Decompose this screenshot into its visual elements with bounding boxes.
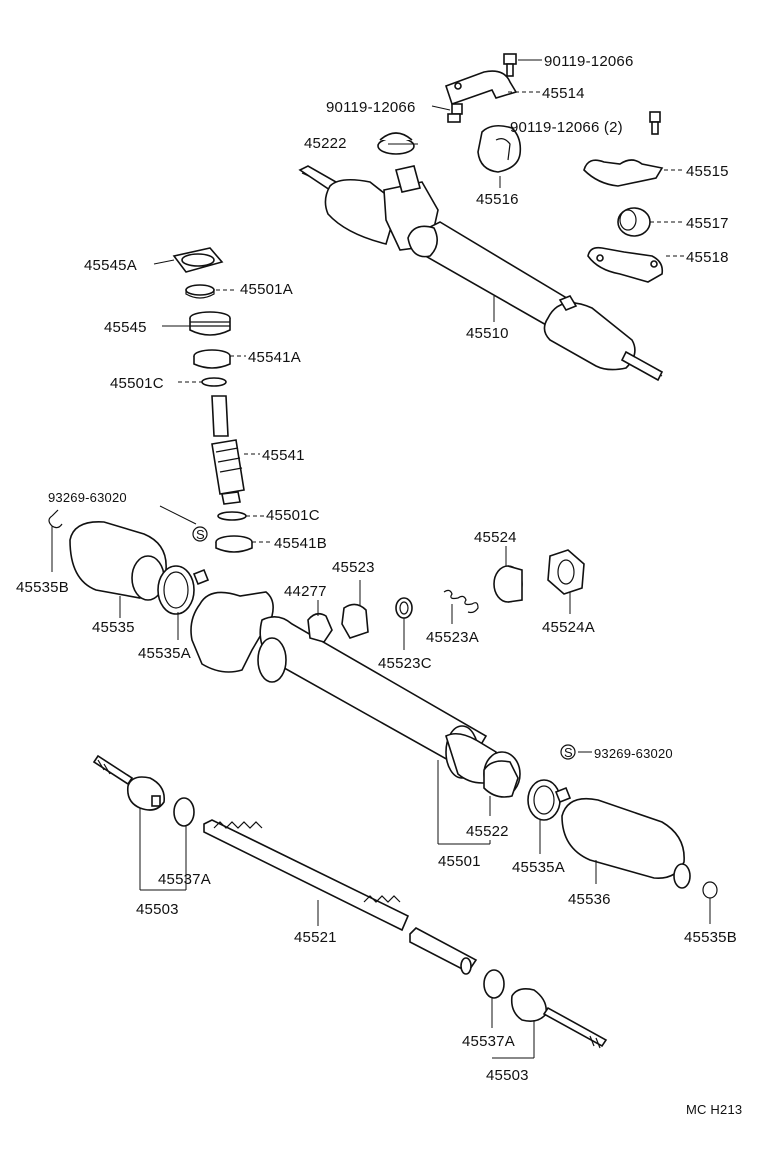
label-45535A-left: 45535A	[138, 645, 191, 662]
bolt-90119-top	[503, 53, 517, 77]
label-45541: 45541	[262, 447, 305, 464]
label-45535A-right: 45535A	[512, 859, 565, 876]
label-93269-right: 93269-63020	[594, 746, 673, 761]
label-45537A-bottom: 45537A	[462, 1033, 515, 1050]
spring-45523A	[443, 589, 479, 614]
svg-text:S: S	[564, 745, 573, 760]
label-90119-top: 90119-12066	[544, 53, 634, 70]
yoke-45523	[341, 603, 369, 639]
label-45537A-left: 45537A	[158, 871, 211, 888]
clip-45535B-left	[48, 509, 63, 529]
label-45501C-top: 45501C	[110, 375, 164, 392]
label-45503-bottom: 45503	[486, 1067, 529, 1084]
label-45222: 45222	[304, 135, 347, 152]
plug-45545	[189, 311, 231, 336]
label-93269-top: 93269-63020	[48, 490, 127, 505]
label-45536: 45536	[568, 891, 611, 908]
s-mark-right: S	[560, 744, 576, 760]
label-45503-left: 45503	[136, 901, 179, 918]
bearing-45541A	[193, 349, 231, 369]
label-45501: 45501	[438, 853, 481, 870]
tie-rod-45503-bottom	[510, 988, 608, 1049]
bracket-45518	[587, 246, 664, 283]
ring-45523C	[395, 597, 413, 619]
label-90119-left: 90119-12066	[326, 99, 416, 116]
locknut-45545A	[172, 247, 224, 273]
cap-45222	[377, 132, 415, 155]
label-45523A: 45523A	[426, 629, 479, 646]
label-45524: 45524	[474, 529, 517, 546]
guide-44277	[307, 612, 333, 643]
label-45524A: 45524A	[542, 619, 595, 636]
label-45535B-right: 45535B	[684, 929, 737, 946]
bracket-45515	[583, 159, 664, 187]
label-45501C-mid: 45501C	[266, 507, 320, 524]
label-45523: 45523	[332, 559, 375, 576]
label-45541A: 45541A	[248, 349, 301, 366]
label-45541B: 45541B	[274, 535, 327, 552]
bolt-90119-right	[649, 111, 661, 135]
label-45501A: 45501A	[240, 281, 293, 298]
label-44277: 44277	[284, 583, 327, 600]
bearing-45541B	[215, 535, 253, 553]
bushing-45516	[477, 124, 522, 173]
washer-45537A-left	[173, 797, 195, 827]
rack-assembly-45510	[298, 165, 664, 382]
ring-45501C-mid	[217, 511, 247, 521]
pinion-45541	[211, 395, 245, 505]
washer-45537A-bottom	[483, 969, 505, 999]
locknut-45524A	[547, 549, 585, 595]
plug-45524	[493, 565, 523, 603]
clamp-45535A-right	[527, 779, 572, 821]
label-45535: 45535	[92, 619, 135, 636]
clamp-45535A-left	[157, 565, 210, 615]
tube-sleeve-45522	[483, 751, 521, 798]
label-45521: 45521	[294, 929, 337, 946]
rack-45521	[203, 819, 478, 975]
label-45517: 45517	[686, 215, 729, 232]
boot-45536	[561, 797, 691, 889]
bushing-45517	[617, 207, 651, 237]
tie-rod-45503-left	[92, 754, 166, 811]
leader-lines	[51, 59, 711, 1059]
label-45545A: 45545A	[84, 257, 137, 274]
ring-45501C-top	[201, 377, 227, 387]
clip-45535B-right	[702, 881, 718, 899]
label-45515: 45515	[686, 163, 729, 180]
diagram-code: MC H213	[686, 1102, 742, 1117]
label-45518: 45518	[686, 249, 729, 266]
label-90119-right: 90119-12066 (2)	[510, 119, 623, 136]
label-45514: 45514	[542, 85, 585, 102]
label-45535B-left: 45535B	[16, 579, 69, 596]
svg-text:S: S	[196, 527, 205, 542]
label-45516: 45516	[476, 191, 519, 208]
label-45523C: 45523C	[378, 655, 432, 672]
boot-45535	[69, 521, 167, 601]
bracket-45514	[444, 70, 518, 106]
label-45545: 45545	[104, 319, 147, 336]
label-45510: 45510	[466, 325, 509, 342]
bearing-45501A	[185, 284, 215, 299]
label-45522: 45522	[466, 823, 509, 840]
bolt-90119-left	[447, 103, 463, 123]
s-mark-top: S	[192, 526, 208, 542]
